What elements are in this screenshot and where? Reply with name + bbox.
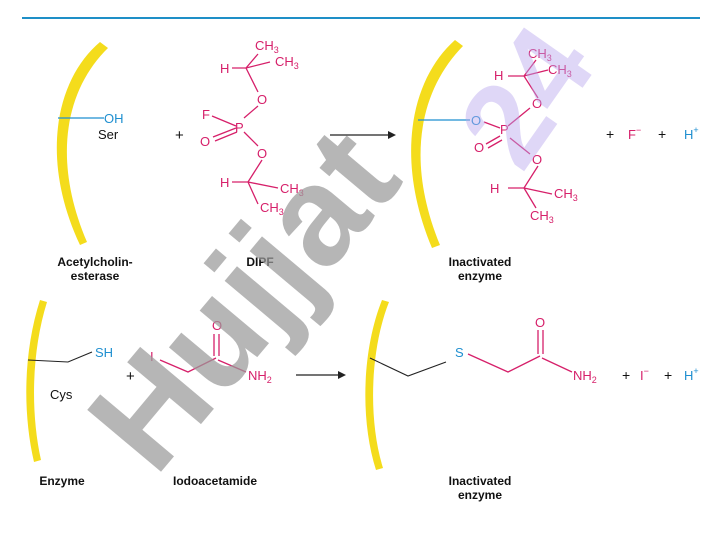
cys-bonds <box>27 351 93 363</box>
fluoride-ion: F− <box>628 125 641 142</box>
plus-sign-5: + <box>622 367 630 383</box>
inactivated-ache-molecule: O P O O O H H CH3 CH3 CH3 CH3 <box>418 46 578 225</box>
iodoacetamide-molecule: I O NH2 <box>150 318 272 385</box>
iodo-bonds <box>159 334 247 373</box>
dipf-ch3-bottom: CH3 <box>260 200 284 217</box>
dipf-o-upper: O <box>257 92 267 107</box>
dipf-ch3-top: CH3 <box>255 38 279 55</box>
dipf-bonds-p <box>211 105 259 147</box>
plus-sign-2: + <box>606 126 614 142</box>
dipf-ch3-lower: CH3 <box>280 181 304 198</box>
dipf-bonds-lower <box>232 159 279 205</box>
product-h-lower: H <box>490 181 499 196</box>
enzyme-band-product-2 <box>365 300 389 470</box>
product-o-double: O <box>474 140 484 155</box>
product2-o: O <box>535 315 545 330</box>
label-ache-line1: Acetylcholin- <box>57 255 132 269</box>
cys-sh-label: SH <box>95 345 113 360</box>
enzyme-band-product-1 <box>411 40 463 248</box>
iodo-nh2: NH2 <box>248 368 272 385</box>
product2-nh2: NH2 <box>573 368 597 385</box>
plus-sign-1: + <box>175 127 184 144</box>
ser-oh-label: OH <box>104 111 124 126</box>
product-ch3-bottom: CH3 <box>530 208 554 225</box>
dipf-molecule: CH3 CH3 H O F P O O H CH3 CH3 <box>200 38 304 217</box>
product-o-lower: O <box>532 152 542 167</box>
dipf-p: P <box>235 120 244 135</box>
label-dipf: DIPF <box>246 255 273 269</box>
reaction-arrow-1-head <box>388 131 396 139</box>
product-o-blue: O <box>471 113 481 128</box>
inactivated-cys-molecule: S O NH2 <box>369 315 597 385</box>
label-inactivated-2-line2: enzyme <box>458 488 502 502</box>
product2-backbone <box>369 357 447 377</box>
dipf-f: F <box>202 107 210 122</box>
plus-sign-3: + <box>658 126 666 142</box>
proton-2: H+ <box>684 366 699 383</box>
cys-residue-label: Cys <box>50 387 73 402</box>
dipf-o-double: O <box>200 134 210 149</box>
dipf-bonds-upper <box>232 53 271 93</box>
product-h-upper: H <box>494 68 503 83</box>
iodo-o: O <box>212 318 222 333</box>
label-ache-line2: esterase <box>71 269 120 283</box>
enzyme-band-cys <box>26 300 47 462</box>
product2-bonds <box>467 330 573 373</box>
iodide-ion: I− <box>640 366 649 383</box>
label-inactivated-1-line1: Inactivated <box>449 255 512 269</box>
plus-sign-6: + <box>664 367 672 383</box>
dipf-h-lower: H <box>220 175 229 190</box>
product-o-upper: O <box>532 96 542 111</box>
product2-s: S <box>455 345 464 360</box>
reaction-arrow-2-head <box>338 371 346 379</box>
label-inactivated-2-line1: Inactivated <box>449 474 512 488</box>
product-ch3-upper: CH3 <box>548 62 572 79</box>
dipf-h-upper: H <box>220 61 229 76</box>
enzyme-band-ache <box>56 42 108 245</box>
label-iodoacetamide: Iodoacetamide <box>173 474 257 488</box>
dipf-o-lower: O <box>257 146 267 161</box>
proton-1: H+ <box>684 125 699 142</box>
plus-sign-4: + <box>126 368 135 385</box>
product-o-p-bond <box>483 121 501 129</box>
product-bonds <box>485 59 553 209</box>
label-enzyme: Enzyme <box>39 474 85 488</box>
watermark-corner: 24 <box>433 3 619 189</box>
ser-residue-label: Ser <box>98 127 119 142</box>
product-ch3-top: CH3 <box>528 46 552 63</box>
dipf-ch3-upper: CH3 <box>275 54 299 71</box>
product-p: P <box>500 122 509 137</box>
iodo-i: I <box>150 349 154 364</box>
product-ch3-lower: CH3 <box>554 186 578 203</box>
label-inactivated-1-line2: enzyme <box>458 269 502 283</box>
